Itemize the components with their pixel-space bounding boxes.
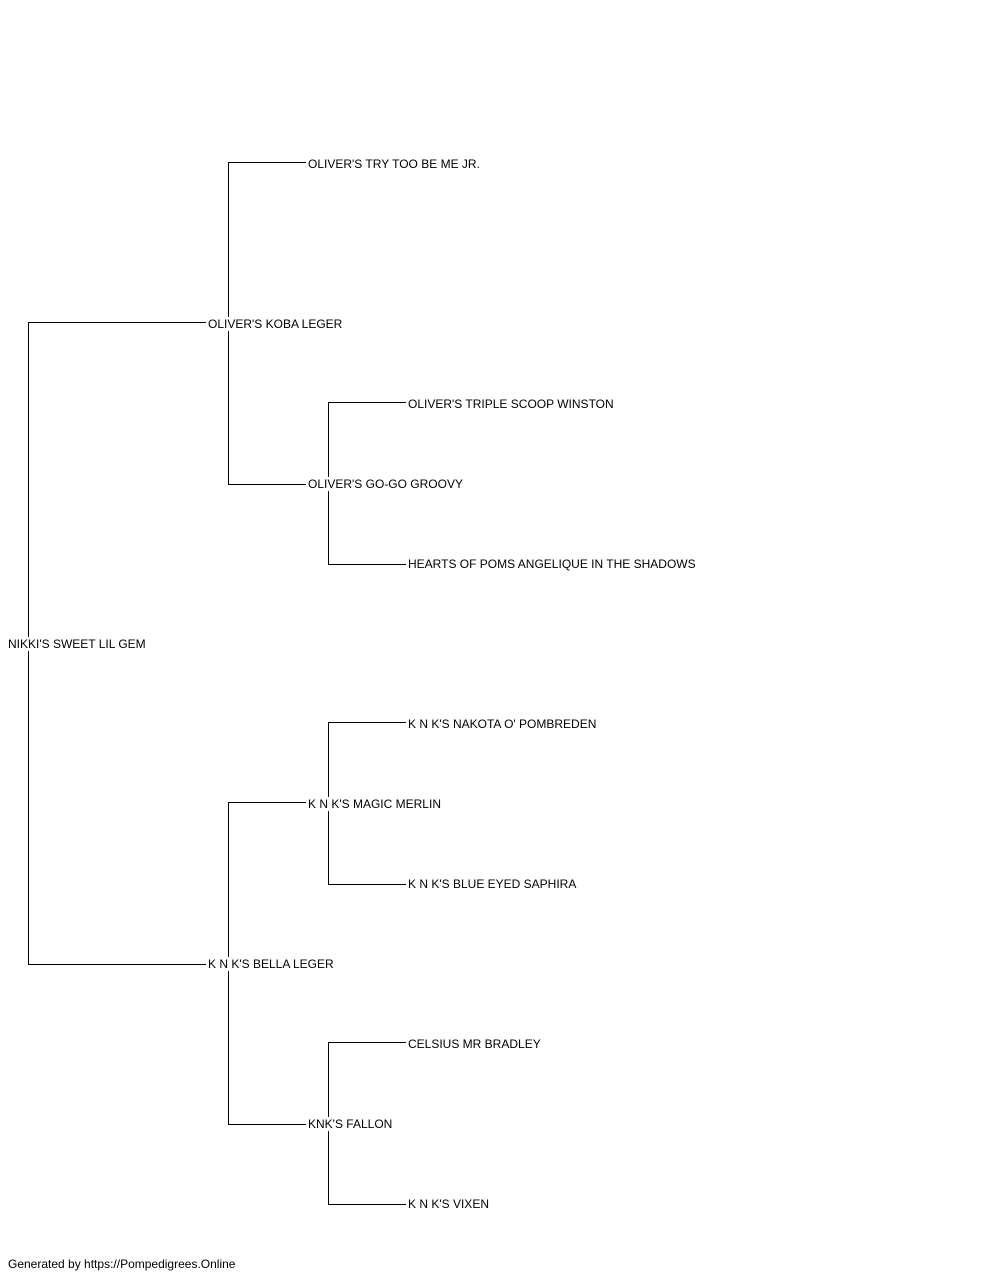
- sire-dam-sire-name: OLIVER'S TRIPLE SCOOP WINSTON: [407, 397, 615, 411]
- sire-dam-dam-name: HEARTS OF POMS ANGELIQUE IN THE SHADOWS: [407, 557, 697, 571]
- generated-by-footer: Generated by https://Pompedigrees.Online: [8, 1257, 236, 1271]
- dam-dam-name: KNK'S FALLON: [307, 1117, 394, 1131]
- dam-sire-name: K N K'S MAGIC MERLIN: [307, 797, 442, 811]
- dam-name: K N K'S BELLA LEGER: [207, 957, 335, 971]
- sire-dam-name: OLIVER'S GO-GO GROOVY: [307, 477, 464, 491]
- dam-dam-dam-name: K N K'S VIXEN: [407, 1197, 490, 1211]
- sire-sire-name: OLIVER'S TRY TOO BE ME JR.: [307, 157, 481, 171]
- subject-name: NIKKI'S SWEET LIL GEM: [7, 637, 147, 651]
- dam-sire-dam-name: K N K'S BLUE EYED SAPHIRA: [407, 877, 578, 891]
- dam-sire-sire-name: K N K'S NAKOTA O' POMBREDEN: [407, 717, 598, 731]
- dam-dam-sire-name: CELSIUS MR BRADLEY: [407, 1037, 542, 1051]
- sire-name: OLIVER'S KOBA LEGER: [207, 317, 344, 331]
